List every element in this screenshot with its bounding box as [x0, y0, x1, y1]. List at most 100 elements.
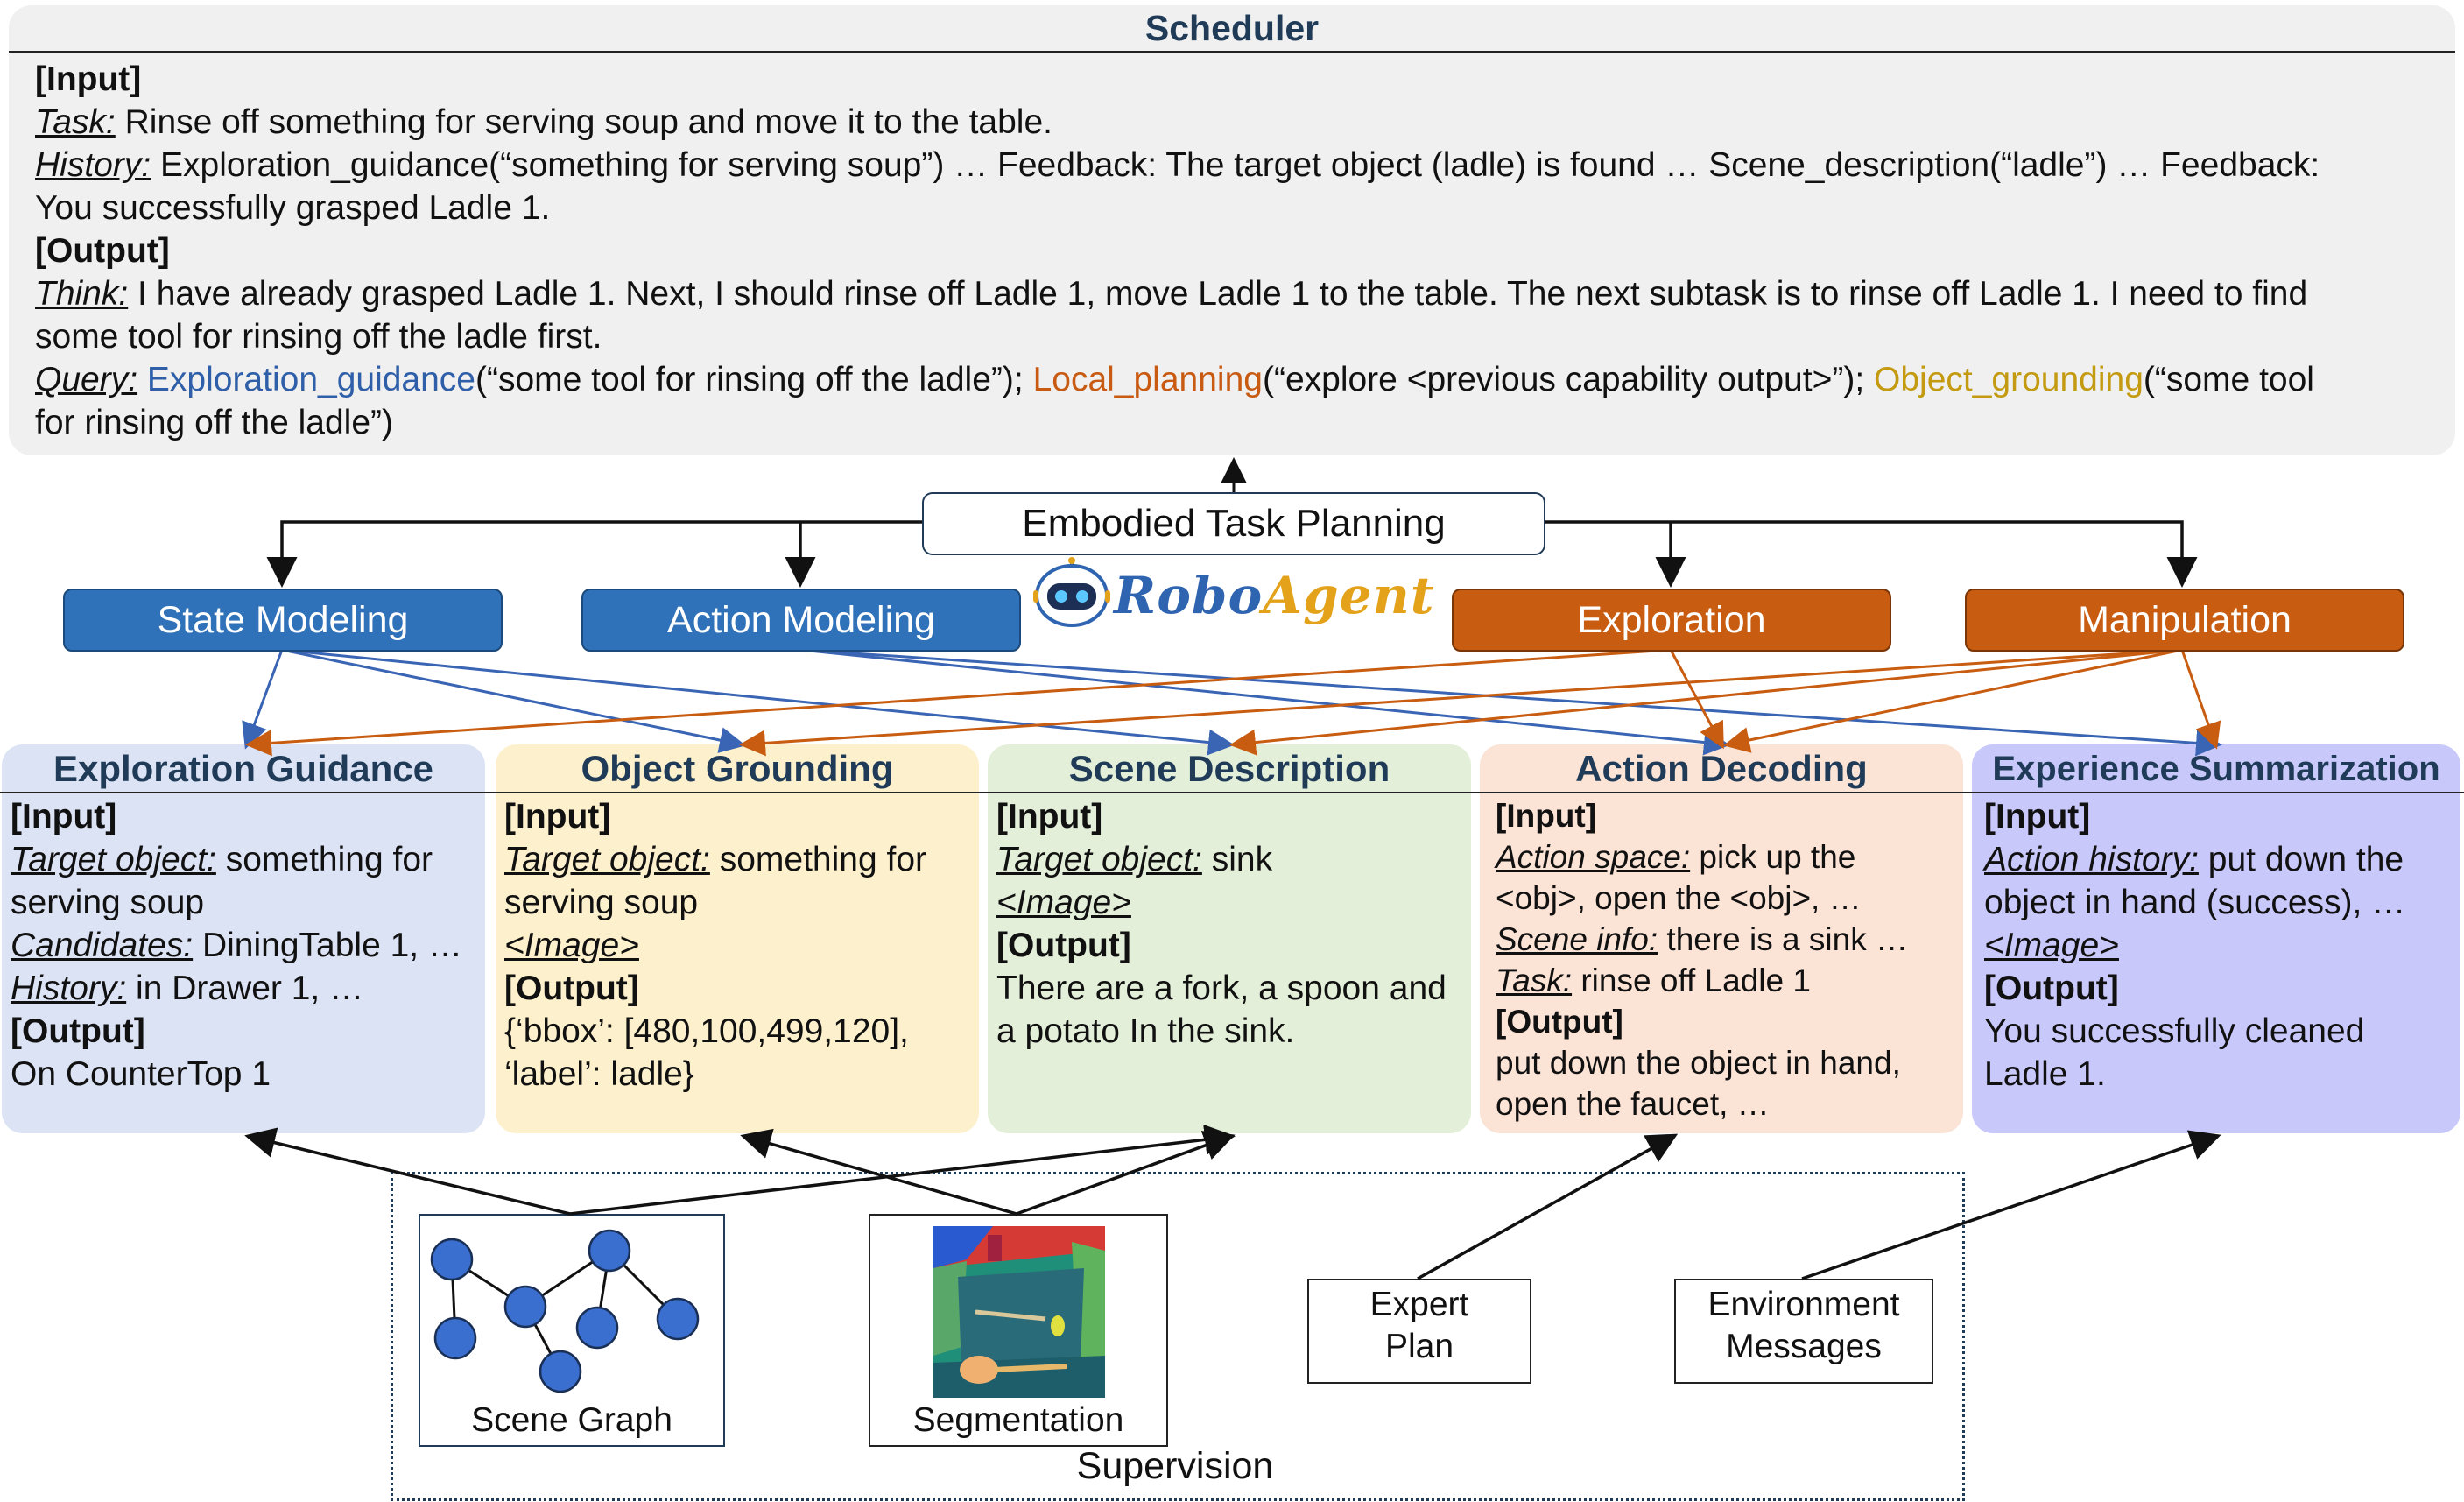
scheduler-panel [9, 5, 2455, 455]
panel-body: [Input] Target object: something for ser… [504, 795, 974, 1096]
target-label: Target object: [996, 841, 1202, 878]
environment-messages-line-1: Environment [1707, 1286, 1900, 1323]
environment-messages-line-2: Messages [1726, 1328, 1882, 1365]
action-modeling-to-experience-summarization-arrow [799, 648, 2222, 757]
manipulation-to-scene-description-arrow [1229, 648, 2183, 756]
action-space-line: Action space: pick up the [1496, 836, 1965, 878]
panel-title-divider [0, 792, 2464, 793]
query-arg-2: (“explore <previous capability output>”)… [1262, 361, 1874, 398]
task-label: Task: [1496, 963, 1573, 998]
output-text: There are a fork, a spoon and [996, 970, 1447, 1007]
target-label: Target object: [11, 841, 216, 878]
output-text: On CounterTop 1 [11, 1055, 271, 1093]
image-token: <Image> [504, 927, 639, 964]
expert-plan-line-1: Expert [1369, 1286, 1469, 1323]
task-text: rinse off Ladle 1 [1572, 963, 1811, 998]
action-modeling-to-action-decoding-arrow [799, 648, 1730, 756]
scene-graph-label: Scene Graph [471, 1401, 672, 1439]
scheduler-task-line: Task: Rinse off something for serving so… [35, 101, 2434, 144]
output-heading: [Output] [504, 970, 639, 1007]
query-arg-3: (“some tool [2143, 361, 2314, 398]
scheduler-think-line: Think: I have already grasped Ladle 1. N… [35, 272, 2434, 315]
panel-title: Exploration Guidance [53, 748, 434, 789]
segmentation-to-object-grounding-arrow [740, 1128, 1017, 1216]
manipulation-to-action-decoding-arrow [1723, 648, 2183, 753]
panel-title: Object Grounding [581, 748, 894, 789]
think-text: I have already grasped Ladle 1. Next, I … [128, 275, 2308, 313]
panel-body: [Input] Action history: put down the obj… [1984, 795, 2453, 1096]
scene-info-text: there is a sink … [1658, 921, 1908, 957]
exploration-to-exploration-guidance-arrow [245, 648, 1672, 757]
segmentation-box: Segmentation [869, 1214, 1168, 1447]
scene-graph-to-scene-description-arrow [569, 1124, 1236, 1216]
output-text-continued: Ladle 1. [1984, 1055, 2106, 1093]
state-modeling-to-object-grounding-arrow [281, 648, 746, 753]
input-heading: [Input] [1984, 798, 2091, 836]
supervision-region [391, 1172, 1965, 1501]
scheduler-output-heading: [Output] [35, 232, 170, 270]
history-text: in Drawer 1, … [126, 970, 364, 1007]
input-heading: [Input] [11, 798, 117, 836]
environment-messages-to-experience-summarization-arrow [1801, 1130, 2221, 1280]
candidates-line: Candidates: DiningTable 1, … [11, 924, 480, 967]
history-label: History: [35, 146, 151, 184]
panel-experience-summarization: Experience Summarization [Input] Action … [1972, 744, 2460, 1133]
task-label: Task: [35, 103, 116, 141]
roboagent-logo-text: RoboAgent [1114, 566, 1435, 625]
embodied-task-planning-box: Embodied Task Planning [922, 492, 1545, 555]
panel-object-grounding: Object Grounding [Input] Target object: … [496, 744, 979, 1133]
logo-part-robo: Robo [1114, 566, 1264, 625]
panel-exploration-guidance: Exploration Guidance [Input] Target obje… [2, 744, 485, 1133]
environment-messages-box: Environment Messages [1674, 1279, 1933, 1384]
expert-plan-box: Expert Plan [1307, 1279, 1531, 1384]
task-text: Rinse off something for serving soup and… [115, 103, 1052, 141]
history-line: History: in Drawer 1, … [11, 967, 480, 1010]
scheduler-input-heading: [Input] [35, 60, 142, 98]
target-line: Target object: something for [504, 838, 974, 881]
scene-info-line: Scene info: there is a sink … [1496, 919, 1965, 960]
history-text-continued: You successfully grasped Ladle 1. [35, 189, 551, 227]
action-space-text: pick up the [1690, 839, 1856, 875]
target-text: sink [1201, 841, 1273, 878]
task-line: Task: rinse off Ladle 1 [1496, 960, 1965, 1001]
history-label: History: [11, 970, 127, 1007]
output-heading: [Output] [1496, 1004, 1623, 1040]
action-modeling-box: Action Modeling [581, 589, 1021, 652]
panel-action-decoding: Action Decoding [Input] Action space: pi… [1480, 744, 1963, 1133]
think-text-continued: some tool for rinsing off the ladle firs… [35, 318, 602, 356]
query-exploration-guidance: Exploration_guidance [146, 361, 475, 398]
action-space-label: Action space: [1496, 839, 1691, 875]
output-heading: [Output] [996, 927, 1131, 964]
query-text-continued: for rinsing off the ladle”) [35, 404, 393, 441]
scheduler-history-line: History: Exploration_guidance(“something… [35, 144, 2434, 187]
target-line: Target object: something for [11, 838, 480, 881]
query-object-grounding: Object_grounding [1874, 361, 2144, 398]
logo-part-agent: Agent [1263, 566, 1435, 625]
scene-graph-to-exploration-guidance-arrow [244, 1127, 571, 1216]
robot-logo-icon [1033, 557, 1110, 627]
panel-scene-description: Scene Description [Input] Target object:… [988, 744, 1471, 1133]
input-heading: [Input] [1496, 798, 1597, 834]
target-text-continued: serving soup [504, 884, 699, 921]
planner-to-state-modeling-arrow [266, 520, 922, 588]
scene-info-label: Scene info: [1496, 921, 1658, 957]
state-modeling-box: State Modeling [63, 589, 503, 652]
action-history-line: Action history: put down the [1984, 838, 2453, 881]
segmentation-label: Segmentation [912, 1401, 1124, 1439]
output-text: {‘bbox’: [480,100,499,120], [504, 1012, 909, 1050]
panel-body: [Input] Target object: something for ser… [11, 795, 480, 1096]
action-history-text: put down the [2198, 841, 2404, 878]
expert-plan-to-action-decoding-arrow [1417, 1133, 1679, 1280]
input-heading: [Input] [996, 798, 1103, 836]
image-token: <Image> [996, 884, 1131, 921]
exploration-box: Exploration [1452, 589, 1891, 652]
expert-plan-line-2: Plan [1384, 1328, 1454, 1365]
action-space-continued: <obj>, open the <obj>, … [1496, 880, 1862, 916]
output-text: You successfully cleaned [1984, 1012, 2365, 1050]
input-heading: [Input] [504, 798, 611, 836]
think-label: Think: [35, 275, 129, 313]
scheduler-content: [Input] Task: Rinse off something for se… [35, 58, 2434, 444]
state-modeling-to-exploration-guidance-arrow [242, 649, 284, 750]
candidates-label: Candidates: [11, 927, 194, 964]
